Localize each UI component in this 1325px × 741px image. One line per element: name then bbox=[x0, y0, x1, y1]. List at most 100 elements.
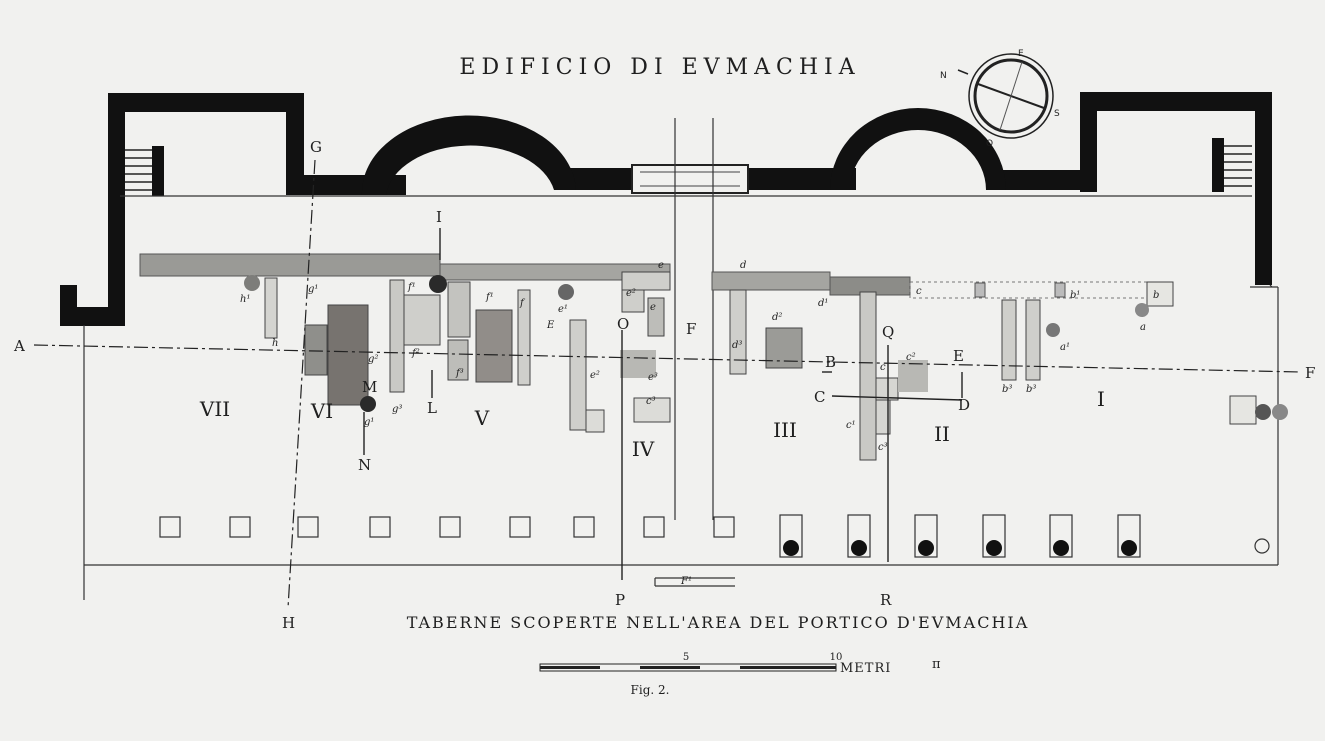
left-block-outer-wall bbox=[108, 93, 125, 325]
left-stair-wall bbox=[152, 146, 164, 196]
left-exedra bbox=[361, 115, 576, 195]
compass-rose: N E S O bbox=[940, 49, 1060, 149]
ann-a-lower: a bbox=[1140, 322, 1146, 333]
label-D: D bbox=[958, 396, 970, 414]
label-B: B bbox=[825, 353, 836, 371]
room-III: III bbox=[773, 418, 797, 442]
scale-tick-10: 10 bbox=[830, 652, 843, 663]
figure-label: Fig. 2. bbox=[631, 683, 670, 697]
ann-c-right: c bbox=[916, 286, 922, 297]
compass-N: N bbox=[940, 71, 947, 81]
room-VII: VII bbox=[199, 397, 230, 421]
ann-f3: f³ bbox=[455, 368, 464, 379]
taberna-remains bbox=[264, 271, 1257, 461]
right-exedra bbox=[830, 108, 1006, 190]
label-A: A bbox=[13, 337, 25, 355]
room-VI: VI bbox=[310, 399, 333, 423]
ann-c2a: c² bbox=[906, 352, 916, 363]
scale-monogram: π bbox=[932, 657, 942, 672]
plan-outlines bbox=[83, 118, 1279, 600]
room-IV: IV bbox=[632, 437, 655, 461]
ann-a1: a¹ bbox=[1060, 342, 1070, 353]
ann-b3a: b³ bbox=[1002, 384, 1012, 395]
portico-pillars bbox=[159, 514, 1270, 558]
ann-c3b: c³ bbox=[878, 442, 888, 453]
ann-g1a: g¹ bbox=[308, 284, 318, 295]
ann-e-top: e bbox=[658, 260, 664, 271]
ann-e1: e¹ bbox=[558, 304, 568, 315]
label-G: G bbox=[310, 138, 322, 156]
front-wall-right-centre bbox=[748, 168, 856, 190]
right-stair-hatch bbox=[1224, 145, 1252, 187]
label-N: N bbox=[358, 456, 371, 474]
ann-d1: d¹ bbox=[818, 298, 828, 309]
room-V: V bbox=[474, 406, 490, 430]
ann-e-small: e bbox=[650, 302, 656, 313]
label-M: M bbox=[362, 378, 377, 396]
ann-b: b bbox=[1153, 290, 1159, 301]
label-I: I bbox=[436, 208, 442, 226]
label-O: O bbox=[617, 315, 629, 333]
ann-e3: e³ bbox=[648, 372, 658, 383]
ann-f2: f² bbox=[411, 348, 420, 359]
right-stair-wall bbox=[1212, 138, 1224, 192]
scale-unit: METRI bbox=[840, 661, 891, 676]
ann-h: h bbox=[272, 338, 278, 349]
scale-bar: 5 10 METRI π bbox=[539, 652, 942, 676]
ann-d3: d³ bbox=[732, 340, 742, 351]
front-wall-left-centre bbox=[560, 168, 632, 190]
label-E: E bbox=[953, 347, 964, 365]
ann-c1: c¹ bbox=[846, 420, 856, 431]
left-block-top-wall bbox=[108, 93, 304, 112]
ann-e2a: e² bbox=[626, 288, 636, 299]
plan-caption: TABERNE SCOPERTE NELL'AREA DEL PORTICO D… bbox=[407, 613, 1030, 632]
section-cuts bbox=[363, 228, 963, 580]
ann-h1: h¹ bbox=[240, 294, 250, 305]
plan-title: EDIFICIO DI EVMACHIA bbox=[459, 55, 860, 80]
ann-b3b: b³ bbox=[1026, 384, 1036, 395]
label-H: H bbox=[282, 614, 295, 632]
label-C: C bbox=[814, 388, 825, 406]
compass-S: S bbox=[1054, 109, 1060, 119]
room-numerals: VII VI V IV III II I bbox=[199, 387, 1105, 461]
section-letters: A F G H I N L M O P F Q R B C E D bbox=[13, 138, 1315, 632]
compass-E: E bbox=[1018, 49, 1024, 59]
left-block-inner-wall bbox=[286, 93, 304, 195]
label-F-mid: F bbox=[686, 320, 696, 338]
rear-rubble-walls bbox=[139, 253, 1161, 299]
ann-g1b: g¹ bbox=[364, 417, 374, 428]
ann-c-small: c bbox=[880, 362, 886, 373]
dolia-markers bbox=[244, 275, 1288, 420]
section-lines bbox=[33, 159, 1301, 609]
right-block-outer-wall bbox=[1255, 92, 1272, 285]
ann-d2: d² bbox=[772, 312, 782, 323]
ann-f1a: f¹ bbox=[407, 282, 416, 293]
label-L: L bbox=[427, 399, 437, 417]
pillar-bases bbox=[783, 540, 1137, 556]
label-P: P bbox=[615, 591, 625, 609]
ann-f-lower: f bbox=[519, 298, 526, 309]
ann-f1b: f¹ bbox=[485, 292, 494, 303]
front-wall-right bbox=[990, 170, 1097, 190]
room-I: I bbox=[1097, 387, 1105, 411]
ann-b1: b¹ bbox=[1070, 290, 1080, 301]
central-entrance bbox=[631, 164, 749, 194]
scale-tick-5: 5 bbox=[683, 652, 689, 663]
ann-F1: F¹ bbox=[680, 576, 692, 587]
right-block-inner-wall bbox=[1080, 92, 1097, 192]
room-II: II bbox=[934, 422, 950, 446]
left-foot-return bbox=[60, 285, 77, 325]
left-stair-hatch bbox=[125, 149, 152, 191]
small-annotations: e d c b¹ b a a¹ h¹ g¹ g² g¹ g³ h f¹ f¹ f… bbox=[240, 260, 1159, 587]
label-R: R bbox=[880, 591, 892, 609]
right-block-top-wall bbox=[1080, 92, 1272, 111]
building-walls bbox=[60, 92, 1272, 326]
ann-g2: g² bbox=[368, 354, 378, 365]
ann-d-top: d bbox=[740, 260, 746, 271]
label-F-right: F bbox=[1305, 364, 1315, 382]
compass-O: O bbox=[986, 139, 993, 149]
label-Q: Q bbox=[882, 323, 894, 341]
ann-e2b: e² bbox=[590, 370, 600, 381]
